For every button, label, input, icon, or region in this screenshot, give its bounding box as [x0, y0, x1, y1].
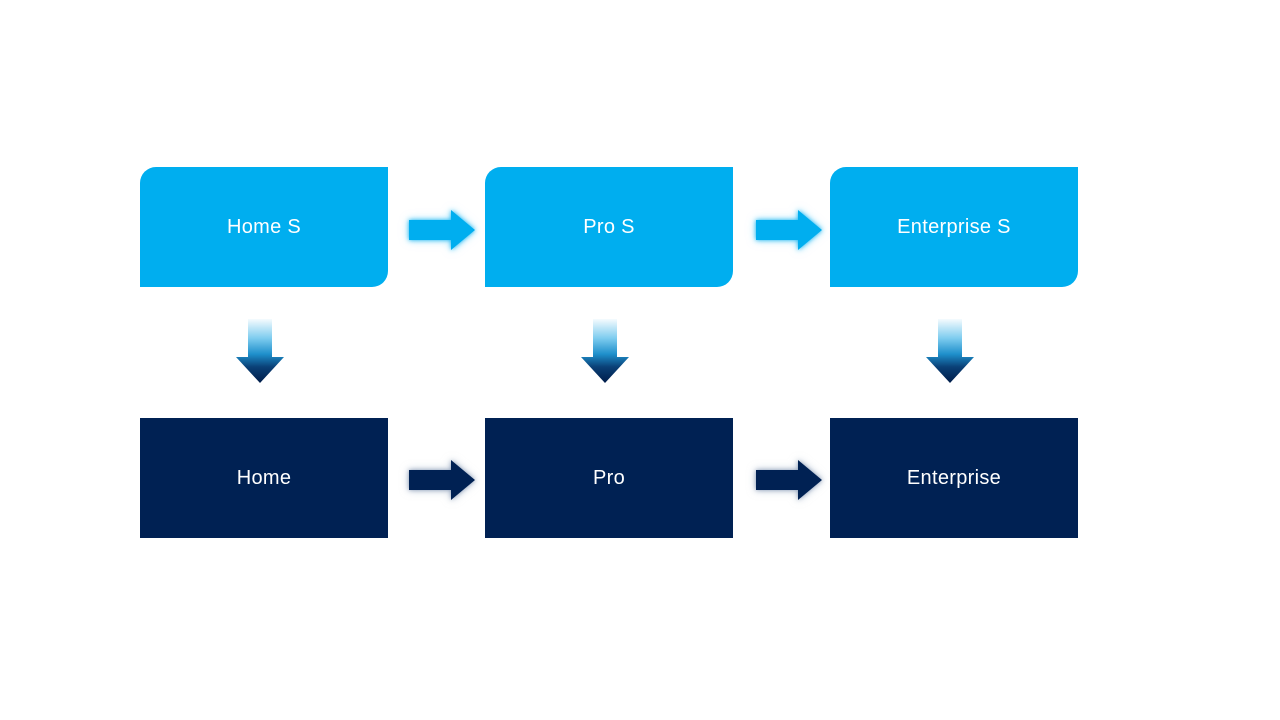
right-arrow-icon: [409, 208, 477, 252]
node-label: Pro: [592, 466, 626, 489]
down-arrow-icon: [926, 319, 974, 384]
node-label: Enterprise: [906, 466, 1002, 489]
node-label: Home: [236, 466, 292, 489]
node-label: Enterprise S: [897, 215, 1011, 238]
right-arrow-icon: [756, 458, 824, 502]
node-pro-s: Pro S: [485, 167, 733, 287]
down-arrow-icon: [236, 319, 284, 384]
right-arrow-icon: [409, 458, 477, 502]
node-home-s: Home S: [140, 167, 388, 287]
node-home: Home: [140, 418, 388, 538]
node-enterprise: Enterprise: [830, 418, 1078, 538]
node-label: Pro S: [583, 215, 635, 238]
right-arrow-icon: [756, 208, 824, 252]
down-arrow-icon: [581, 319, 629, 384]
node-enterprise-s: Enterprise S: [830, 167, 1078, 287]
node-label: Home S: [226, 215, 302, 238]
node-pro: Pro: [485, 418, 733, 538]
